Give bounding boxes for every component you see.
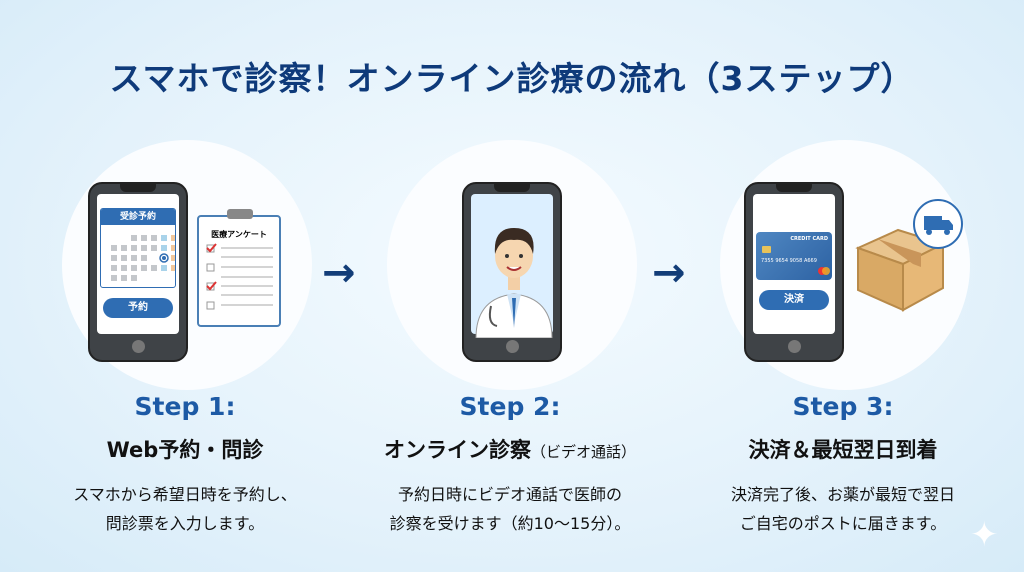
step-description: 予約日時にビデオ通話で医師の診察を受けます（約10〜15分）。 — [389, 485, 631, 533]
delivery-box-icon — [855, 199, 963, 312]
step2-illustration — [387, 140, 637, 390]
step-label: Step 1: — [134, 392, 236, 421]
page-title: スマホで診察！オンライン診療の流れ（3ステップ） — [109, 59, 915, 98]
arrow-right-icon: → — [652, 250, 686, 296]
payment-button: 決済 — [759, 290, 829, 310]
step-description: 決済完了後、お薬が最短で翌日ご自宅のポストに届きます。 — [730, 485, 955, 533]
reserve-button: 予約 — [103, 298, 173, 318]
step-label: Step 2: — [459, 392, 561, 421]
questionnaire-clipboard: 医療アンケート — [197, 209, 281, 327]
step-title: オンライン診察（ビデオ通話） — [383, 438, 636, 462]
step1-illustration: 受診予約 予約 医療アンケート — [62, 140, 312, 390]
step-title: 決済＆最短翌日到着 — [748, 438, 938, 462]
phone-icon: 受診予約 予約 — [88, 182, 188, 362]
step-label: Step 3: — [792, 392, 894, 421]
arrow-right-icon: → — [322, 250, 356, 296]
checklist-icon — [206, 243, 273, 310]
screen-header: 受診予約 — [101, 209, 175, 225]
step-title: Web予約・問診 — [106, 438, 264, 462]
phone-icon — [462, 182, 562, 362]
calendar-icon — [111, 235, 175, 281]
credit-card: CREDIT CARD 7355 9654 9058 A669 — [756, 232, 832, 280]
doctor-icon — [475, 228, 553, 339]
sparkle-icon: ✦ — [970, 515, 999, 555]
phone-icon: CREDIT CARD 7355 9654 9058 A669 決済 — [744, 182, 844, 362]
step3-illustration: CREDIT CARD 7355 9654 9058 A669 決済 — [720, 140, 970, 390]
step-description: スマホから希望日時を予約し、問診票を入力します。 — [73, 485, 297, 533]
